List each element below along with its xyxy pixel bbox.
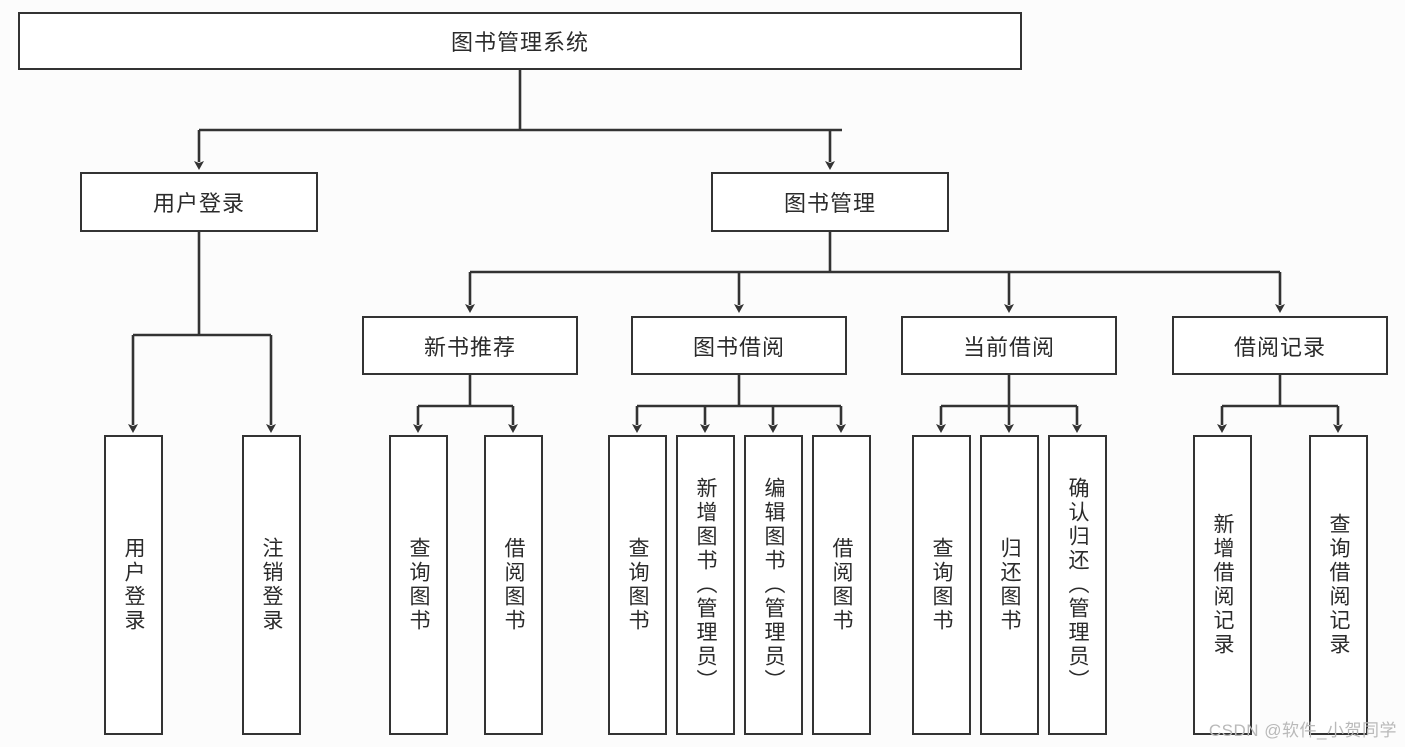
- node-book-management[interactable]: 图书管理: [711, 172, 949, 232]
- node-label: 借阅图书: [502, 537, 525, 633]
- leaf-book-borrow-edit-book-admin[interactable]: 编辑图书（管理员）: [744, 435, 803, 735]
- node-label: 查询借阅记录: [1327, 513, 1350, 657]
- node-book-borrow[interactable]: 图书借阅: [631, 316, 847, 375]
- node-label: 图书管理系统: [450, 30, 589, 55]
- node-label: 注销登录: [260, 537, 283, 633]
- node-new-book-recommend[interactable]: 新书推荐: [362, 316, 578, 375]
- node-label: 用户登录: [152, 191, 245, 216]
- node-label: 查询图书: [626, 537, 649, 633]
- node-label: 查询图书: [930, 537, 953, 633]
- node-label: 新增图书（管理员）: [694, 477, 717, 693]
- leaf-book-borrow-add-book-admin[interactable]: 新增图书（管理员）: [676, 435, 735, 735]
- node-label: 图书借阅: [692, 334, 785, 360]
- leaf-book-borrow-borrow-book[interactable]: 借阅图书: [812, 435, 871, 735]
- node-label: 新书推荐: [423, 334, 516, 360]
- leaf-borrow-record-add-record[interactable]: 新增借阅记录: [1193, 435, 1252, 735]
- leaf-user-login-logout[interactable]: 注销登录: [242, 435, 301, 735]
- node-label: 图书管理: [783, 191, 876, 216]
- node-label: 借阅记录: [1233, 334, 1326, 360]
- leaf-current-borrow-return-book[interactable]: 归还图书: [980, 435, 1039, 735]
- leaf-current-borrow-query-book[interactable]: 查询图书: [912, 435, 971, 735]
- node-user-login[interactable]: 用户登录: [80, 172, 318, 232]
- node-label: 归还图书: [998, 537, 1021, 633]
- node-label: 新增借阅记录: [1211, 513, 1234, 657]
- watermark-text: CSDN @软件_小贺同学: [1208, 721, 1397, 740]
- leaf-book-borrow-query-book[interactable]: 查询图书: [608, 435, 667, 735]
- leaf-borrow-record-query-record[interactable]: 查询借阅记录: [1309, 435, 1368, 735]
- node-borrow-record[interactable]: 借阅记录: [1172, 316, 1388, 375]
- node-label: 借阅图书: [830, 537, 853, 633]
- leaf-current-borrow-confirm-return-admin[interactable]: 确认归还（管理员）: [1048, 435, 1107, 735]
- node-root-book-management-system[interactable]: 图书管理系统: [18, 12, 1022, 70]
- node-label: 用户登录: [122, 537, 145, 633]
- leaf-new-book-borrow-book[interactable]: 借阅图书: [484, 435, 543, 735]
- node-label: 确认归还（管理员）: [1066, 477, 1089, 693]
- node-label: 编辑图书（管理员）: [762, 477, 785, 693]
- leaf-user-login-login[interactable]: 用户登录: [104, 435, 163, 735]
- leaf-new-book-query-book[interactable]: 查询图书: [389, 435, 448, 735]
- node-label: 当前借阅: [962, 334, 1055, 360]
- node-current-borrow[interactable]: 当前借阅: [901, 316, 1117, 375]
- node-label: 查询图书: [407, 537, 430, 633]
